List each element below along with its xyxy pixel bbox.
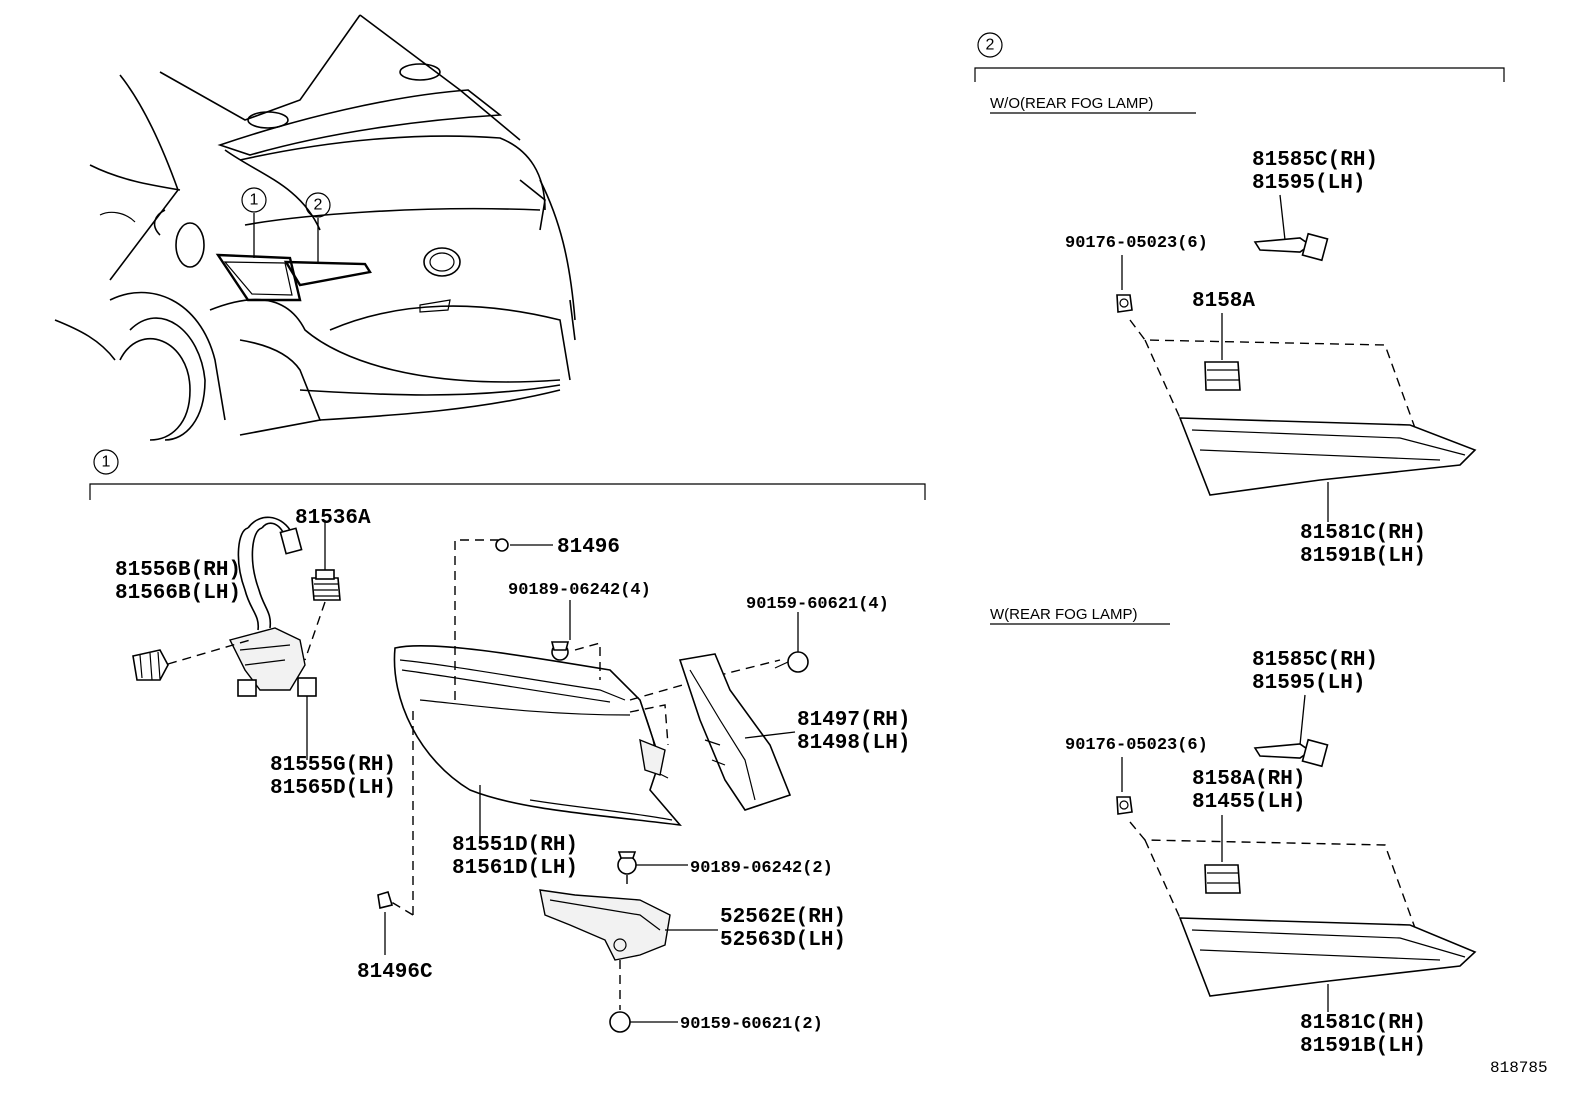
- label-wo-90176: 90176-05023(6): [1065, 234, 1208, 253]
- label-w-81585C-rh: 81585C(RH): [1252, 649, 1378, 672]
- label-81561D-lh: 81561D(LH): [452, 857, 578, 880]
- label-90189-06242-2: 90189-06242(2): [690, 859, 833, 878]
- bolt-90159-2: [609, 960, 678, 1033]
- label-90159-60621-2: 90159-60621(2): [680, 1015, 823, 1034]
- section-1-bracket: 1: [89, 449, 926, 500]
- wo-nut-90176: [1116, 255, 1133, 313]
- label-52563D-lh: 52563D(LH): [720, 929, 846, 952]
- wo-outline-dash: [1129, 319, 1416, 429]
- label-90159-60621-4: 90159-60621(4): [746, 595, 889, 614]
- rear-combination-lamp: [393, 644, 682, 840]
- w-socket-81585C: [1253, 694, 1329, 768]
- label-wo-81591B-lh: 81591B(LH): [1300, 545, 1426, 568]
- car-rear-illustration: [54, 14, 576, 441]
- label-w-8158A-rh: 8158A(RH): [1192, 768, 1305, 791]
- w-nut-90176: [1116, 757, 1133, 815]
- wo-socket-81585C: [1253, 194, 1329, 262]
- label-w-90176: 90176-05023(6): [1065, 736, 1208, 755]
- w-outline-dash-2: [1144, 839, 1181, 919]
- lamp-cover-81497: [678, 653, 796, 811]
- bolt-90189-4: [550, 600, 571, 661]
- label-wo-8158A: 8158A: [1192, 290, 1255, 313]
- label-52562E-rh: 52562E(RH): [720, 906, 846, 929]
- label-w-81591B-lh: 81591B(LH): [1300, 1035, 1426, 1058]
- svg-text:1: 1: [250, 192, 259, 209]
- label-81555G-rh: 81555G(RH): [270, 754, 396, 777]
- label-81497-rh: 81497(RH): [797, 709, 910, 732]
- bolt-90159-4: [774, 612, 809, 673]
- label-81556B-rh: 81556B(RH): [115, 559, 241, 582]
- header-wo-rear-fog-lamp: W/O(REAR FOG LAMP): [990, 95, 1153, 112]
- w-bulb-8158A: [1204, 815, 1241, 894]
- w-outline-dash: [1129, 821, 1416, 929]
- section-2-bracket: 2: [974, 32, 1505, 82]
- label-81496: 81496: [557, 536, 620, 559]
- label-wo-81585C-rh: 81585C(RH): [1252, 149, 1378, 172]
- bulb-81536A: [304, 520, 341, 661]
- label-81536A: 81536A: [295, 507, 371, 530]
- svg-text:2: 2: [986, 37, 995, 54]
- label-81496C: 81496C: [357, 961, 433, 984]
- label-wo-81581C-rh: 81581C(RH): [1300, 522, 1426, 545]
- wo-bulb-8158A: [1204, 313, 1241, 391]
- label-81565D-lh: 81565D(LH): [270, 777, 396, 800]
- w-lamp-81581C: [1178, 917, 1477, 1012]
- clip-81496: [495, 538, 553, 552]
- label-wo-81595-lh: 81595(LH): [1252, 172, 1365, 195]
- label-81551D-rh: 81551D(RH): [452, 834, 578, 857]
- clip-81496C: [377, 891, 394, 955]
- label-w-81595-lh: 81595(LH): [1252, 672, 1365, 695]
- socket-81556B: [132, 639, 251, 681]
- bracket-52562E: [539, 889, 718, 961]
- label-90189-06242-4: 90189-06242(4): [508, 581, 651, 600]
- label-w-81455-lh: 81455(LH): [1192, 791, 1305, 814]
- socket-wire-assembly: [228, 516, 317, 760]
- callout-car-1: 1: [241, 187, 267, 213]
- wo-lamp-81581C: [1178, 417, 1477, 522]
- bolt-90189-2: [617, 851, 688, 875]
- diagram-reference-number: 818785: [1490, 1059, 1548, 1077]
- label-81498-lh: 81498(LH): [797, 732, 910, 755]
- header-w-rear-fog-lamp: W(REAR FOG LAMP): [990, 606, 1138, 623]
- callout-car-2: 2: [305, 192, 331, 218]
- label-81566B-lh: 81566B(LH): [115, 582, 241, 605]
- lamp-fastener-paths: [387, 539, 781, 916]
- label-w-81581C-rh: 81581C(RH): [1300, 1012, 1426, 1035]
- svg-text:1: 1: [102, 454, 111, 471]
- svg-text:2: 2: [314, 197, 323, 214]
- wo-outline-dash-2: [1144, 339, 1181, 419]
